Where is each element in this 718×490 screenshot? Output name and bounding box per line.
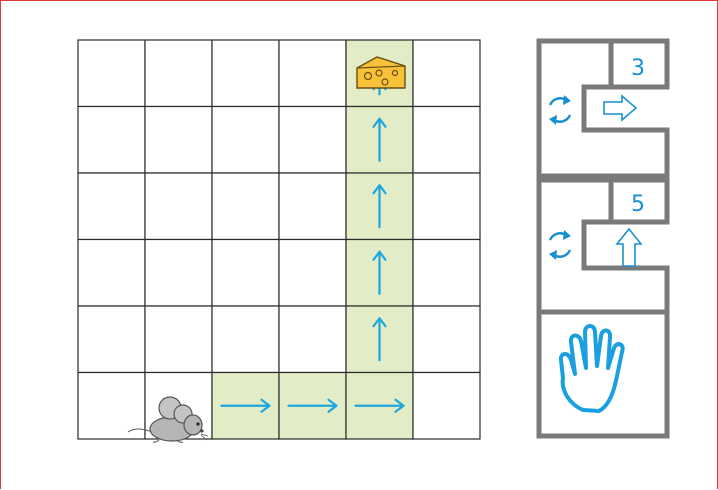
- grid-cell: [212, 240, 279, 307]
- stop-block[interactable]: [539, 312, 667, 436]
- repeat-block-2[interactable]: 5: [539, 180, 667, 312]
- program-panel: 3 5: [539, 41, 667, 436]
- grid-cell: [212, 40, 279, 107]
- grid-cell: [212, 173, 279, 240]
- grid-cell: [212, 107, 279, 174]
- grid-cell: [78, 40, 145, 107]
- grid-cell: [78, 107, 145, 174]
- grid-cell: [413, 240, 480, 307]
- grid-cell: [413, 373, 480, 440]
- grid-cell: [212, 306, 279, 373]
- grid-cell: [279, 173, 346, 240]
- grid-cell: [413, 107, 480, 174]
- grid-cell: [145, 306, 212, 373]
- grid-cell: [413, 306, 480, 373]
- repeat-block-1[interactable]: 3: [539, 41, 667, 176]
- grid-cell: [145, 240, 212, 307]
- grid-cell: [413, 173, 480, 240]
- arrow-up-icon: [617, 229, 641, 266]
- grid-cell: [78, 306, 145, 373]
- grid-cell: [279, 306, 346, 373]
- grid-cell: [145, 107, 212, 174]
- grid-cell: [279, 107, 346, 174]
- grid-cell: [279, 240, 346, 307]
- maze-grid: [78, 40, 480, 439]
- grid-cell: [279, 40, 346, 107]
- repeat-count-2: 5: [631, 192, 645, 217]
- grid-cell: [145, 173, 212, 240]
- grid-cell: [78, 240, 145, 307]
- grid-cell: [78, 173, 145, 240]
- grid-cell: [413, 40, 480, 107]
- grid-cell: [145, 40, 212, 107]
- arrow-right-icon: [604, 96, 636, 120]
- repeat-count-1: 3: [631, 56, 645, 81]
